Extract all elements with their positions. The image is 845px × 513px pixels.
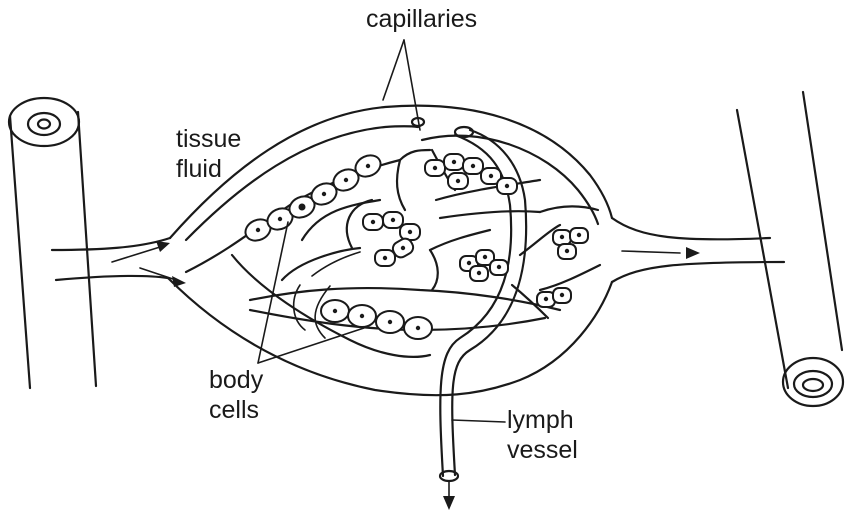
body-cells-cluster-lower-right	[537, 288, 571, 307]
body-cells-cluster-top	[425, 154, 517, 194]
body-cells-cluster-center	[363, 212, 420, 266]
venule-vessel	[737, 92, 843, 406]
body-cells-cluster-right-mid	[460, 250, 508, 281]
arteriole-vessel	[9, 98, 96, 388]
body-cells-cluster-far-right	[553, 228, 588, 259]
body-cells-cluster-left	[242, 151, 384, 244]
inflow-arteriole-branch	[52, 238, 186, 287]
lymph-vessel-label: lymph vessel	[507, 405, 578, 465]
tissue-fluid-label: tissue fluid	[176, 124, 241, 184]
body-cells-label: body cells	[209, 365, 263, 425]
capillaries-label: capillaries	[366, 4, 477, 34]
